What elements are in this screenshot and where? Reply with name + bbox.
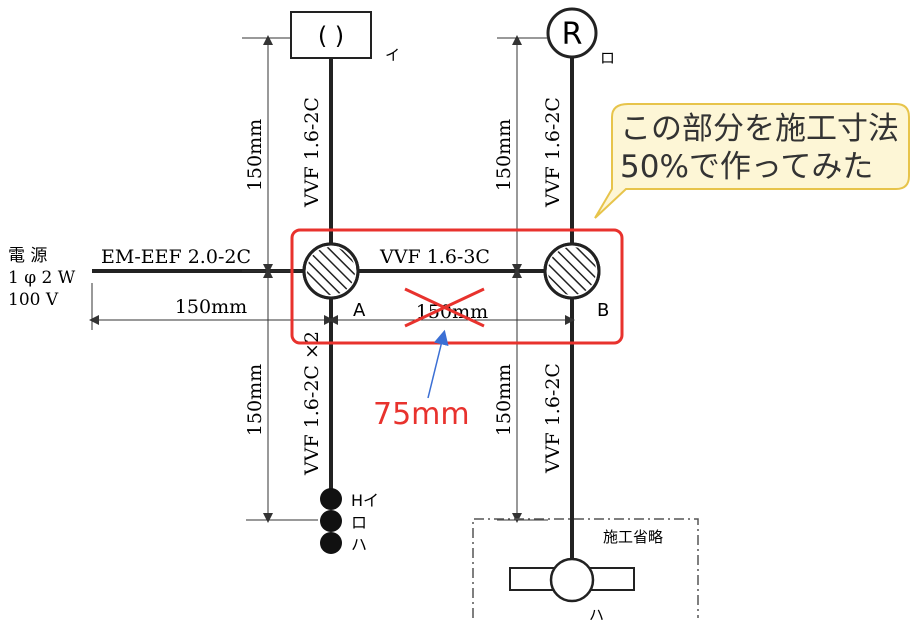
outlet-ro-label: ロ <box>600 49 615 67</box>
switch-2 <box>320 510 342 532</box>
power-source-line1: 電 源 <box>8 246 47 266</box>
highlight-frame <box>290 228 624 345</box>
junction-box-b <box>543 242 601 300</box>
cable-left-lower-label: VVF 1.6-2C ×2 <box>301 331 323 476</box>
dim-left-upper-label: 150mm <box>244 119 266 191</box>
dim-left-lower <box>246 268 318 523</box>
callout-line-2: 50%で作ってみた <box>620 149 874 185</box>
cable-main-label: EM-EEF 2.0-2C <box>101 246 251 268</box>
cable-right-upper-label: VVF 1.6-2C <box>542 97 564 208</box>
outlet-ro-circle <box>546 7 598 59</box>
dim-right-lower-label: 150mm <box>493 364 515 436</box>
junction-box-a <box>302 242 360 300</box>
outlet-i-box <box>290 11 372 59</box>
outlet-i-label: イ <box>385 46 400 64</box>
dim-right-lower <box>497 268 548 523</box>
switch-label-2: ロ <box>351 513 367 532</box>
omitted-area-label: 施工省略 <box>603 528 663 546</box>
switch-3 <box>320 532 342 554</box>
switch-1 <box>320 488 342 510</box>
junction-box-a-label: A <box>353 300 366 321</box>
correction-value: 75mm <box>373 397 470 432</box>
switch-label-1: Hイ <box>351 491 379 510</box>
strike-cross <box>404 287 485 328</box>
dim-main-horizontal <box>89 283 334 330</box>
power-source-line3: 100 V <box>8 290 59 310</box>
correction-arrow <box>427 329 449 399</box>
junction-box-b-label: B <box>597 300 609 321</box>
callout-bubble <box>594 103 910 219</box>
lamp-label: ハ <box>589 606 604 624</box>
omitted-area-outline <box>472 518 699 618</box>
outlet-i-symbol: ( ) <box>318 22 344 50</box>
dim-left-lower-label: 150mm <box>244 364 266 436</box>
lamp-fixture <box>509 557 635 603</box>
dim-right-upper-label: 150mm <box>493 119 515 191</box>
cable-ab-label: VVF 1.6-3C <box>379 246 490 268</box>
switch-label-3: ハ <box>351 535 367 554</box>
outlet-ro-symbol: R <box>562 17 583 52</box>
dim-main-horizontal-label: 150mm <box>175 296 247 318</box>
power-source-line2: 1 φ 2 W <box>8 268 76 288</box>
cable-left-upper-label: VVF 1.6-2C <box>301 97 323 208</box>
callout-text: この部分を施工寸法 50%で作ってみた <box>620 110 910 186</box>
callout-line-1: この部分を施工寸法 <box>620 111 899 147</box>
cable-right-lower-label: VVF 1.6-2C <box>542 363 564 474</box>
